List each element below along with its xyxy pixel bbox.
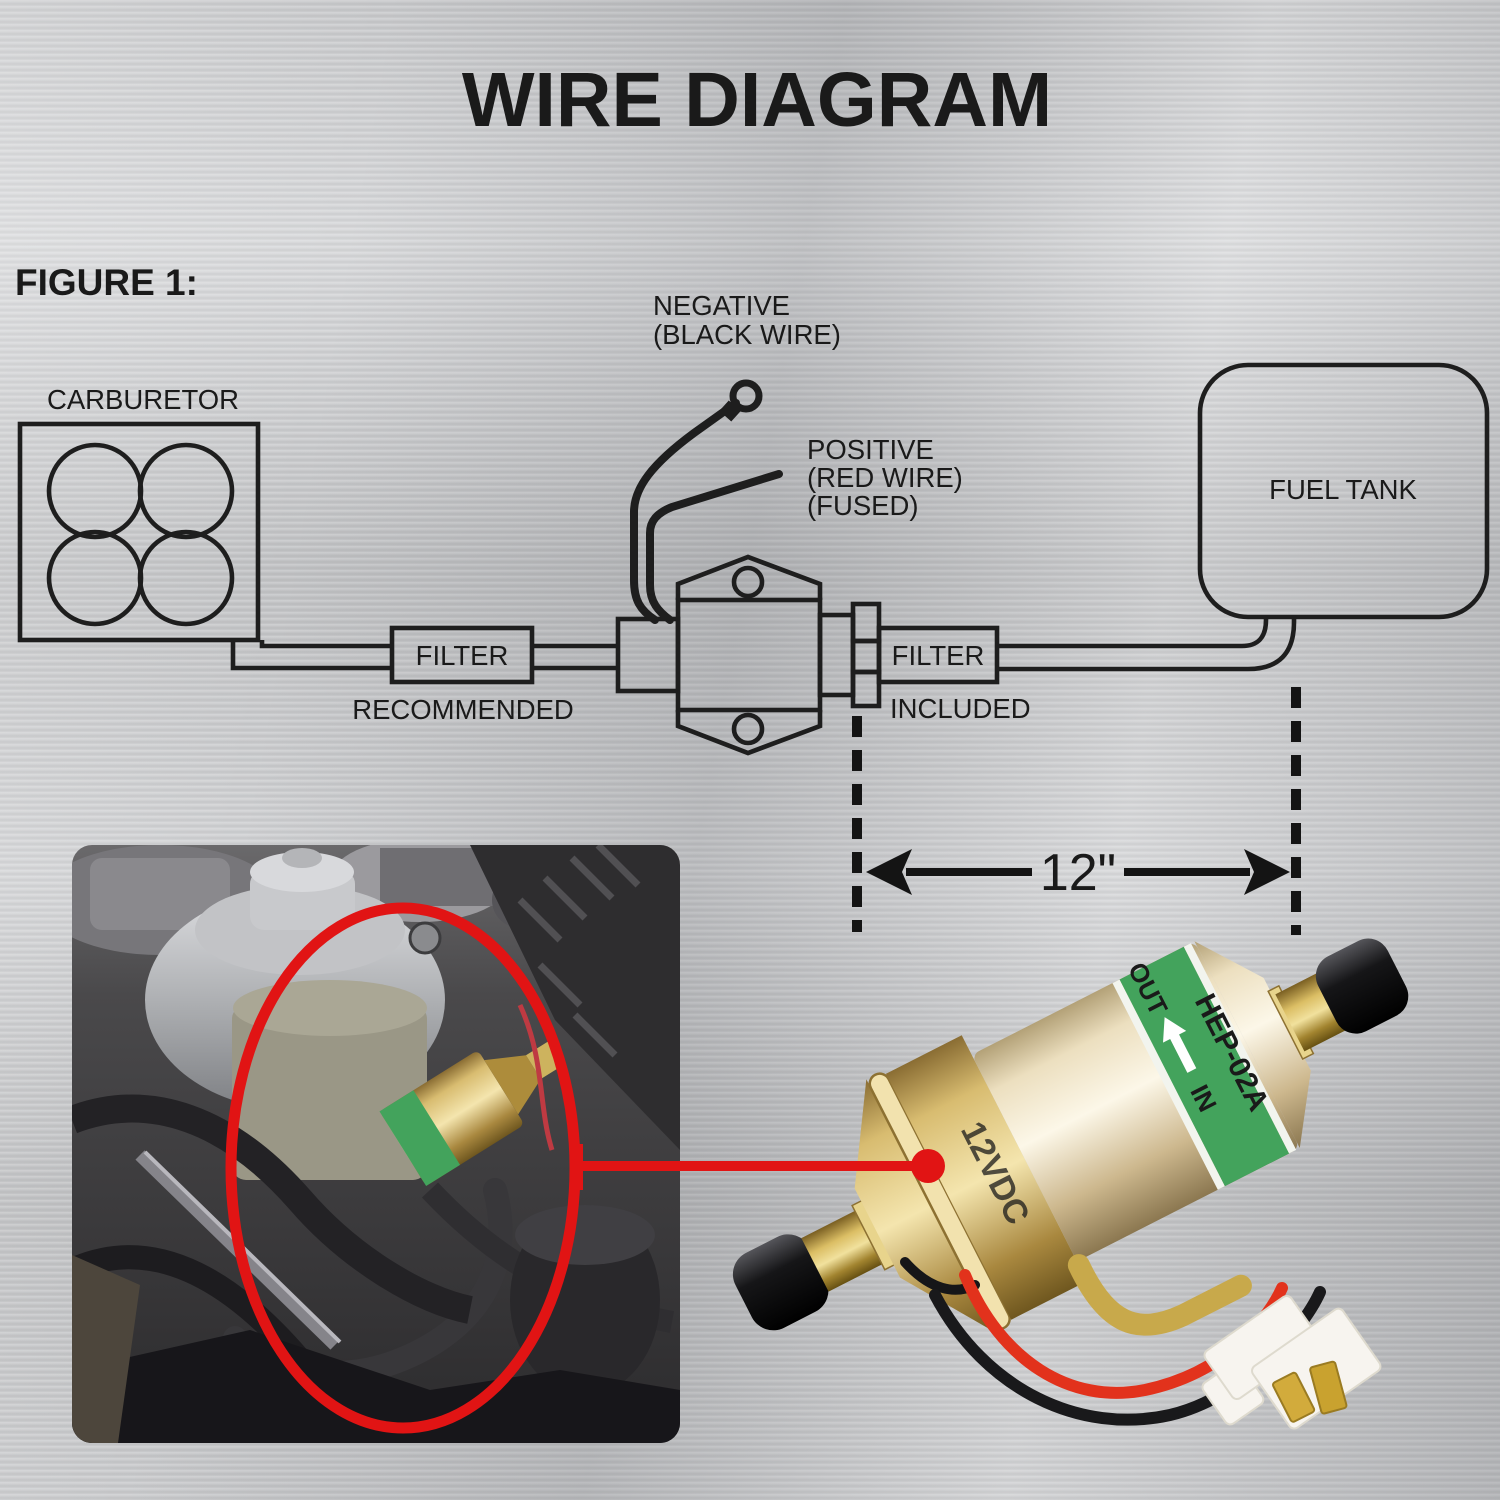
- carburetor-box: [17, 421, 261, 643]
- spade-terminal-icon: [1272, 1371, 1316, 1423]
- ring-terminal-icon: [729, 379, 763, 413]
- carburetor-barrels-icon: [46, 442, 235, 627]
- arrowhead-right-icon: [1244, 849, 1290, 895]
- mounting-hole-icon: [731, 712, 765, 746]
- hose-clamp-segments: [850, 601, 882, 709]
- positive-wire: [646, 470, 783, 624]
- page-title: WIRE DIAGRAM: [462, 57, 1052, 143]
- pump-outlet-fitting: [817, 612, 856, 698]
- pointer-dot: [911, 1149, 945, 1183]
- pump-wires: [630, 379, 783, 624]
- inlet-tube: [1275, 971, 1349, 1052]
- positive-label-2: (RED WIRE): [807, 462, 963, 493]
- pointer-annotation: [573, 1144, 945, 1190]
- fuel-line-carb-to-filter: [230, 640, 392, 671]
- fuel-pump-symbol: [615, 554, 882, 756]
- red-feed-wire: [517, 1003, 555, 1151]
- bolt-icon: [408, 921, 442, 955]
- outlet-cone: [854, 1079, 996, 1333]
- inlet-taper: [1194, 941, 1311, 1149]
- ring-terminal-crimp: [719, 400, 741, 422]
- fuel-tank-label: FUEL TANK: [1269, 474, 1417, 505]
- wire-labels: NEGATIVE (BLACK WIRE) POSITIVE (RED WIRE…: [653, 290, 963, 521]
- figure-label: FIGURE 1:: [15, 262, 198, 303]
- filter-recommended-note: RECOMMENDED: [352, 694, 574, 725]
- negative-wire: [630, 399, 740, 624]
- wiring-schematic: CARBURETOR FILTER RECOMMENDED: [17, 290, 1490, 935]
- green-label: [1119, 946, 1290, 1187]
- negative-label-2: (BLACK WIRE): [653, 319, 841, 350]
- positive-label-3: (FUSED): [807, 490, 919, 521]
- connector-plug: [1201, 1294, 1382, 1430]
- engine-parts: [72, 845, 680, 1443]
- engine-photo: [72, 845, 680, 1443]
- fuel-tank-box: [1197, 362, 1490, 620]
- mounting-hole-icon: [731, 565, 765, 599]
- pump-inlet-fitting: [615, 616, 681, 694]
- mounting-strap: [1067, 1254, 1252, 1336]
- carburetor-label: CARBURETOR: [47, 384, 239, 415]
- pump-body: [675, 597, 823, 713]
- negative-label-1: NEGATIVE: [653, 290, 790, 321]
- arrowhead-left-icon: [866, 849, 912, 895]
- positive-label-1: POSITIVE: [807, 434, 934, 465]
- pump-top-mount-tab: [675, 554, 823, 600]
- filter-recommended-box: [389, 625, 535, 685]
- dimension-text: 12": [1040, 844, 1116, 902]
- filter-included-note: INCLUDED: [890, 693, 1031, 724]
- filter-included-box: [876, 625, 1000, 685]
- pump-bottom-mount-tab: [675, 710, 823, 756]
- installed-pump: [379, 1041, 563, 1187]
- fuel-pump-product: 12VDC HEP-02A OUT IN: [732, 938, 1409, 1336]
- spade-terminal-icon: [1309, 1360, 1348, 1415]
- outlet-cap: [732, 1234, 829, 1331]
- zinc-canister: [232, 1005, 427, 1180]
- fuel-line-filter-to-pump: [532, 643, 618, 671]
- dimension-12in: 12": [852, 687, 1301, 935]
- flow-arrow-icon: [1163, 1017, 1197, 1073]
- filter-recommended-label: FILTER: [416, 640, 509, 671]
- bell-body: [885, 1035, 1088, 1320]
- fuel-line-filter-to-tank: [997, 617, 1297, 672]
- filter-included-label: FILTER: [892, 640, 985, 671]
- inlet-cap: [1315, 938, 1409, 1034]
